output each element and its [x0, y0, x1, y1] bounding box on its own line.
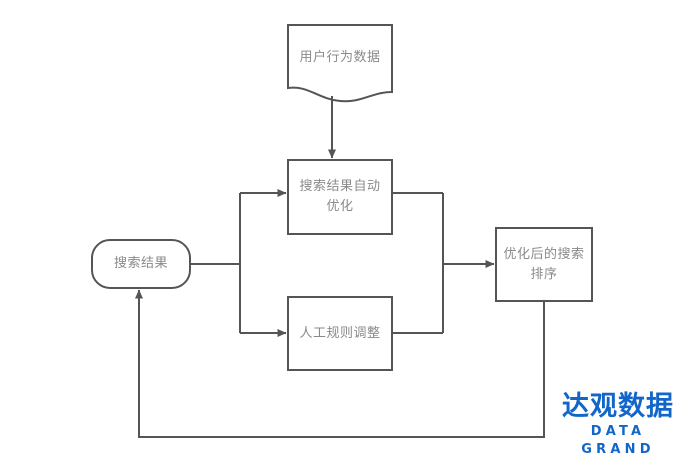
node-shape-optimized-ranking[interactable] [495, 227, 593, 302]
brand-logo-cn: 达观数据 [562, 391, 674, 422]
node-shape-search-results[interactable] [91, 239, 191, 289]
brand-logo: 达观数据 DATA GRAND [558, 392, 678, 459]
node-shape-user-behavior-data[interactable] [287, 24, 393, 103]
node-shape-auto-optimize[interactable] [287, 159, 393, 235]
edge-ranking-feedback [135, 289, 545, 438]
brand-logo-en: DATA GRAND [581, 424, 655, 457]
node-shape-manual-rule-adjust[interactable] [287, 296, 393, 371]
